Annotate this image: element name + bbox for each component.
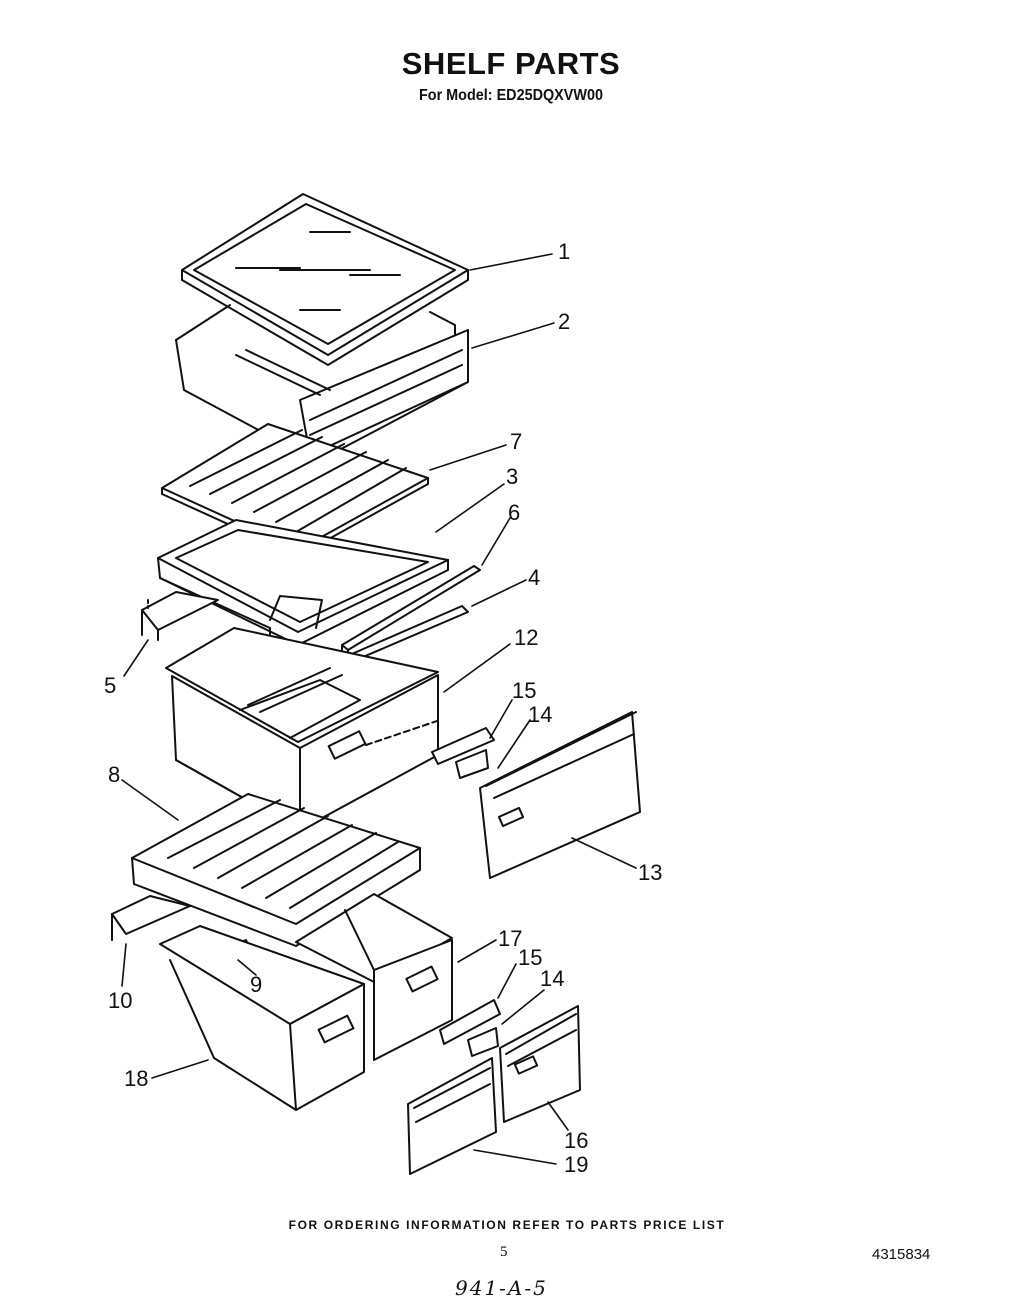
part-15-clip-upper xyxy=(431,727,495,765)
callout-14-upper: 14 xyxy=(528,702,552,727)
callout-13: 13 xyxy=(638,860,662,885)
part-10-bracket xyxy=(111,895,191,941)
callout-16: 16 xyxy=(564,1128,588,1153)
part-17-small-drawer xyxy=(295,893,453,1061)
callout-18: 18 xyxy=(124,1066,148,1091)
part-1-glass-cover xyxy=(181,193,469,366)
callout-19: 19 xyxy=(564,1152,588,1177)
callout-5: 5 xyxy=(104,673,116,698)
model-subtitle: For Model: ED25DQXVW00 xyxy=(418,87,604,104)
part-3-upper-frame xyxy=(157,519,449,646)
callout-1: 1 xyxy=(558,239,570,264)
callout-2: 2 xyxy=(558,309,570,334)
part-14-clip-upper xyxy=(455,749,489,779)
part-5-bracket xyxy=(141,591,219,641)
callout-12: 12 xyxy=(514,625,538,650)
callout-14-lower: 14 xyxy=(540,966,564,991)
part-8-lower-shelf xyxy=(131,793,421,947)
part-18-small-drawer xyxy=(159,925,365,1111)
page-title: SHELF PARTS xyxy=(401,46,621,81)
callout-3: 3 xyxy=(506,464,518,489)
callout-8: 8 xyxy=(108,762,120,787)
part-12-deep-drawer xyxy=(165,627,441,831)
callout-4: 4 xyxy=(528,565,540,590)
page-number: 5 xyxy=(500,1244,508,1260)
callout-6: 6 xyxy=(508,500,520,525)
handwritten-code: 941-A-5 xyxy=(455,1276,548,1300)
part-16-small-front xyxy=(499,1005,581,1123)
ordering-information-note: FOR ORDERING INFORMATION REFER TO PARTS … xyxy=(288,1218,726,1232)
callout-9: 9 xyxy=(250,972,262,997)
leader-lines xyxy=(121,253,637,1165)
part-15-clip-lower xyxy=(439,999,501,1045)
callout-15-upper: 15 xyxy=(512,678,536,703)
document-number: 4315834 xyxy=(872,1246,931,1263)
callout-7: 7 xyxy=(510,429,522,454)
part-13-drawer-front xyxy=(479,711,641,879)
callout-10: 10 xyxy=(108,988,132,1013)
callout-15-lower: 15 xyxy=(518,945,542,970)
part-14-clip-lower xyxy=(467,1027,499,1057)
callout-17: 17 xyxy=(498,926,522,951)
part-19-small-front xyxy=(407,1057,497,1175)
